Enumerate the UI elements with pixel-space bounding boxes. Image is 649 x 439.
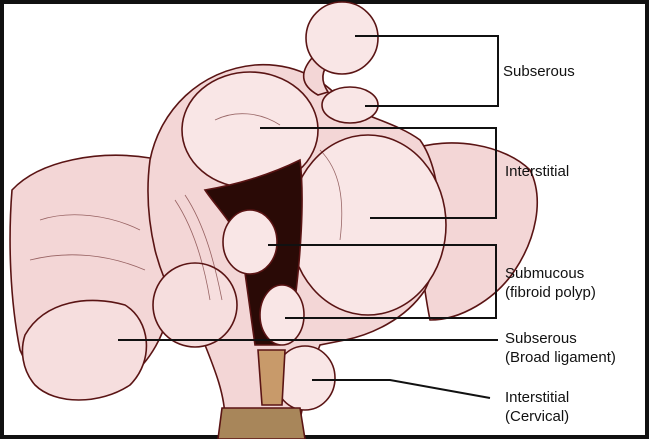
interstitial-fibroid-right bbox=[290, 135, 446, 315]
label-submucous: Submucous (fibroid polyp) bbox=[505, 264, 596, 302]
label-subserous-broad-line1: Subserous bbox=[505, 329, 616, 348]
submucous-fibroid bbox=[223, 210, 277, 274]
label-interstitial-cervical-line1: Interstitial bbox=[505, 388, 569, 407]
label-subserous: Subserous bbox=[503, 62, 575, 81]
fibroid-polyp bbox=[260, 285, 304, 345]
label-subserous-broad-line2: (Broad ligament) bbox=[505, 348, 616, 367]
vagina bbox=[218, 408, 305, 439]
label-submucous-line2: (fibroid polyp) bbox=[505, 283, 596, 302]
left-lobe bbox=[22, 300, 146, 400]
broad-ligament-fibroid bbox=[153, 263, 237, 347]
label-interstitial-text: Interstitial bbox=[505, 162, 569, 181]
label-submucous-line1: Submucous bbox=[505, 264, 596, 283]
label-interstitial-cervical-line2: (Cervical) bbox=[505, 407, 569, 426]
label-interstitial: Interstitial bbox=[505, 162, 569, 181]
leader-cervical bbox=[312, 380, 490, 398]
label-interstitial-cervical: Interstitial (Cervical) bbox=[505, 388, 569, 426]
cervical-canal bbox=[258, 350, 285, 405]
subserous-fibroid-pedunculated bbox=[306, 2, 378, 74]
label-subserous-broad: Subserous (Broad ligament) bbox=[505, 329, 616, 367]
label-subserous-text: Subserous bbox=[503, 62, 575, 81]
